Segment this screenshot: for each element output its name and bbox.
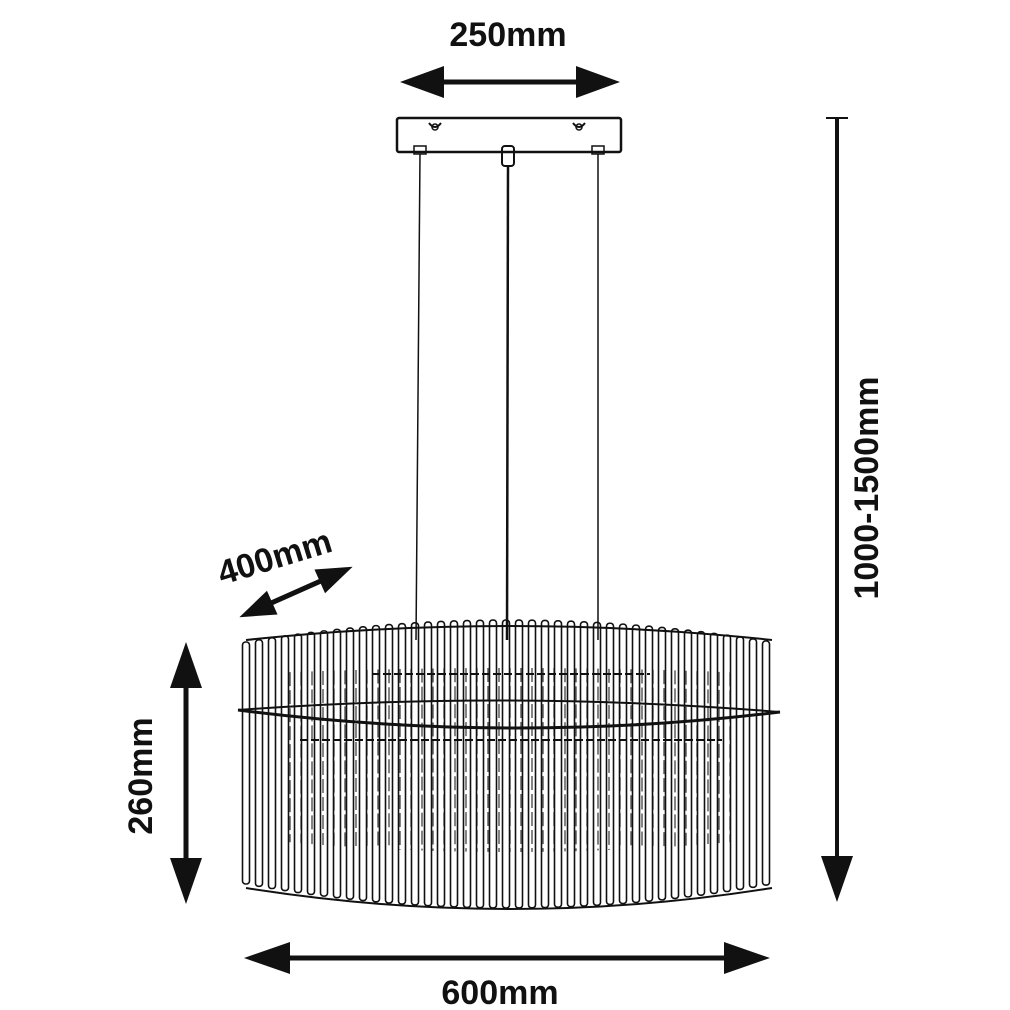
crystal-rod <box>735 636 745 891</box>
height-dimension: 260mm <box>122 642 202 904</box>
crystal-rod <box>397 622 407 905</box>
double-headed-arrow-icon <box>244 942 770 974</box>
canopy-width-dimension: 250mm <box>400 16 620 98</box>
crystal-rod <box>566 620 576 908</box>
ceiling-canopy <box>395 116 623 167</box>
crystal-rod <box>761 640 771 886</box>
crystal-rod <box>332 628 342 899</box>
double-headed-arrow-icon <box>239 566 353 618</box>
crystal-rod <box>644 625 654 902</box>
crystal-rod <box>670 627 680 900</box>
crystal-rod <box>475 619 485 909</box>
crystal-rod <box>267 637 277 890</box>
crystal-rod <box>319 630 329 897</box>
crystal-rod <box>553 619 563 908</box>
metal-ring-front <box>237 708 781 730</box>
crystal-rod <box>709 632 719 895</box>
outer-crystal-rods <box>241 619 771 909</box>
crystal-rod <box>371 624 381 903</box>
metal-ring-back <box>237 699 781 713</box>
crystal-rod <box>514 619 524 909</box>
overall-drop-dimension: 1000-1500mm <box>821 117 886 902</box>
crystal-rod <box>254 639 264 888</box>
bottom-edge <box>245 887 773 910</box>
crystal-rod <box>462 619 472 909</box>
crystal-rod <box>631 624 641 904</box>
crystal-rod <box>423 621 433 907</box>
crystal-rod <box>579 620 589 907</box>
canopy-width-label: 250mm <box>449 16 566 54</box>
crystal-rod <box>748 638 758 889</box>
crystal-rod <box>605 622 615 906</box>
double-headed-arrow-icon <box>821 117 853 902</box>
top-edge <box>245 625 773 641</box>
crystal-rod <box>618 623 628 905</box>
crystal-rod-chandelier <box>237 619 781 910</box>
crystal-rod <box>436 620 446 908</box>
crystal-rod <box>683 629 693 898</box>
crystal-rod <box>540 619 550 909</box>
suspension-cables <box>415 153 599 641</box>
crystal-rod <box>501 619 511 909</box>
crystal-rod <box>592 621 602 907</box>
crystal-rod <box>488 619 498 909</box>
crystal-rod <box>410 622 420 906</box>
overall-drop-label: 1000-1500mm <box>848 376 886 599</box>
crystal-rod <box>384 623 394 904</box>
crystal-rod <box>306 631 316 896</box>
double-headed-arrow-icon <box>400 66 620 98</box>
height-label: 260mm <box>122 717 160 834</box>
width-dimension: 600mm <box>244 942 770 1010</box>
crystal-rod <box>280 635 290 892</box>
crystal-rod <box>358 625 368 902</box>
crystal-rod <box>449 620 459 908</box>
crystal-rod <box>241 641 251 885</box>
depth-dimension: 400mm <box>213 522 353 618</box>
double-headed-arrow-icon <box>170 642 202 904</box>
width-label: 600mm <box>441 974 558 1010</box>
crystal-rod <box>696 630 706 897</box>
crystal-rod <box>657 626 667 901</box>
crystal-rod <box>527 619 537 909</box>
crystal-rod <box>345 627 355 901</box>
